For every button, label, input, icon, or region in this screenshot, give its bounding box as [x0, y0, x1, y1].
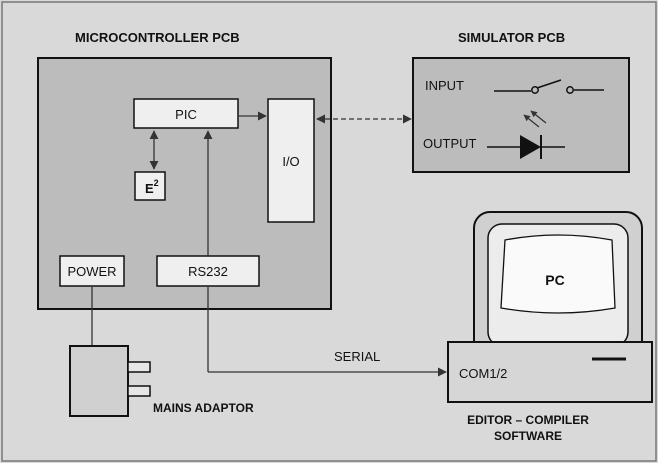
- io-label: I/O: [282, 154, 299, 169]
- pic-block: [133, 98, 239, 129]
- software-line1: EDITOR – COMPILER: [467, 413, 589, 427]
- pc-screen-label: PC: [545, 272, 564, 288]
- power-label: POWER: [67, 264, 116, 279]
- microcontroller-title: MICROCONTROLLER PCB: [75, 30, 240, 45]
- power-block: [59, 255, 125, 287]
- pic-label: PIC: [175, 107, 197, 122]
- output-label: OUTPUT: [423, 136, 477, 151]
- com-port-label: COM1/2: [459, 366, 507, 381]
- eeprom-block: [134, 171, 166, 201]
- io-block: [267, 98, 315, 223]
- pc-icon: [447, 211, 653, 403]
- switch-icon: [494, 79, 604, 94]
- mains-adaptor-label: MAINS ADAPTOR: [153, 401, 254, 415]
- input-label: INPUT: [425, 78, 464, 93]
- eeprom-label: E2: [145, 178, 159, 196]
- mains-adaptor-icon: [69, 345, 151, 417]
- rs232-label: RS232: [188, 264, 228, 279]
- serial-label: SERIAL: [334, 349, 380, 364]
- led-icon: [487, 110, 565, 159]
- simulator-title: SIMULATOR PCB: [458, 30, 565, 45]
- rs232-block: [156, 255, 260, 287]
- software-line2: SOFTWARE: [494, 429, 562, 443]
